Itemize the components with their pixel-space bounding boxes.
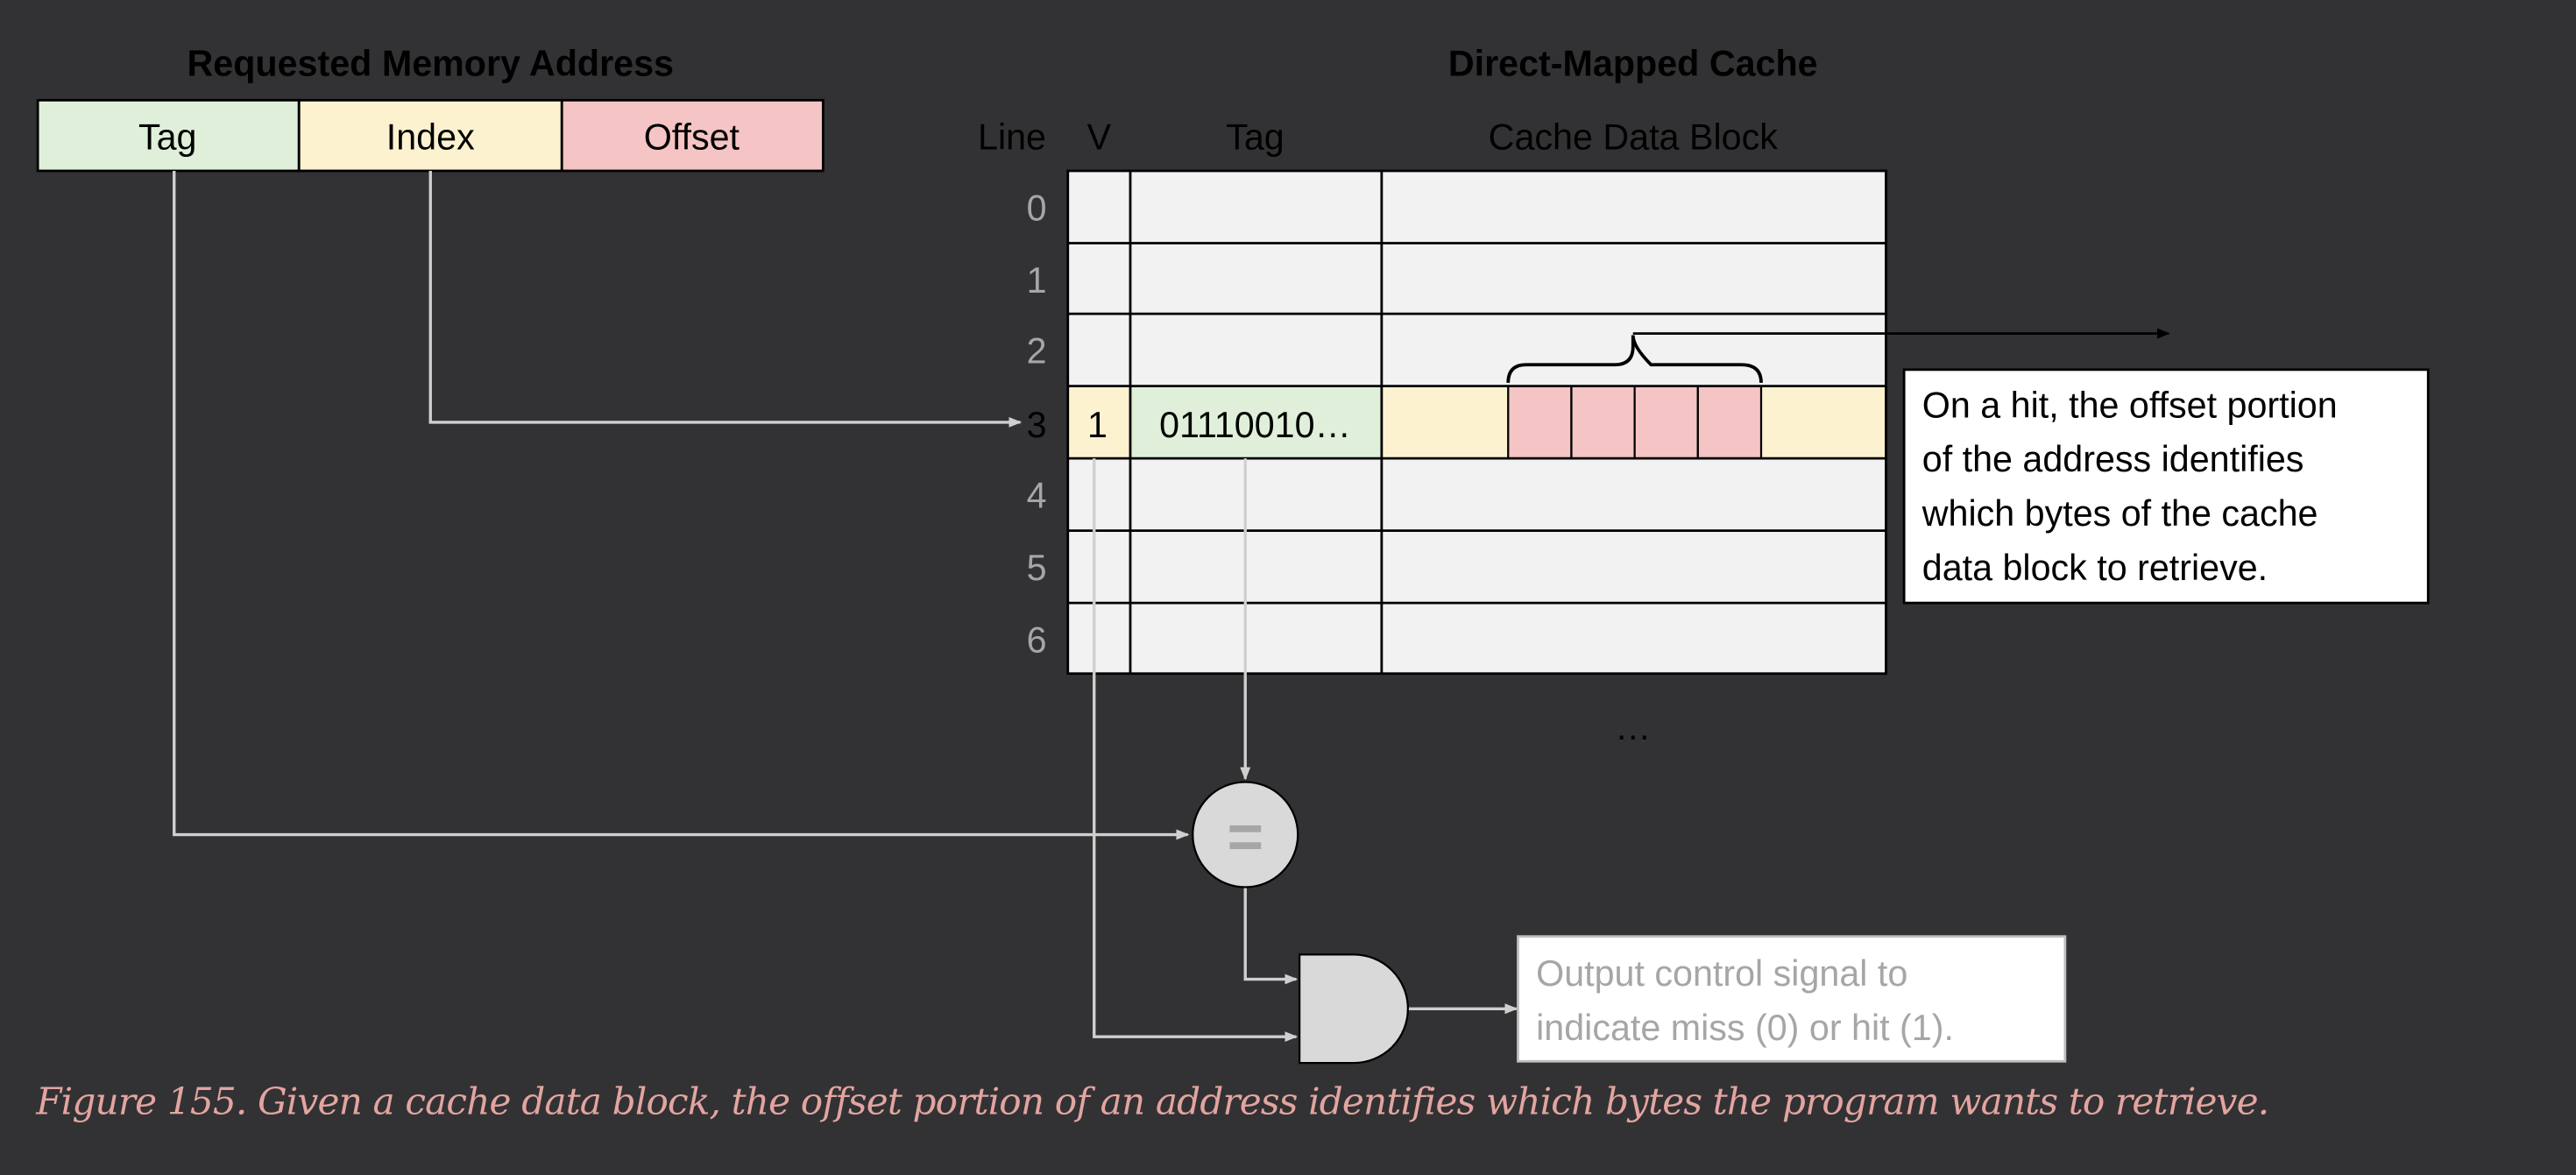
address-fields: Tag Index Offset <box>36 98 824 173</box>
output-note-line: Output control signal to <box>1536 953 1907 994</box>
comparator-circle <box>1192 781 1299 888</box>
offset-brace <box>1506 335 1763 383</box>
address-index-field <box>297 98 563 173</box>
header-line: Line <box>978 117 1046 158</box>
line-number: 5 <box>1027 548 1047 588</box>
address-index-label: Index <box>386 117 475 158</box>
line-number: 0 <box>1027 188 1047 228</box>
hit-callout-line: which bytes of the cache <box>1921 493 2318 534</box>
hit-callout: On a hit, the offset portion of the addr… <box>1902 368 2430 605</box>
line-number: 2 <box>1027 330 1047 371</box>
line-number: 6 <box>1027 619 1047 660</box>
hit-callout-line: of the address identifies <box>1922 439 2304 479</box>
cache-headers: Line V Tag Cache Data Block <box>978 117 1778 158</box>
address-offset-label: Offset <box>644 117 740 158</box>
header-tag: Tag <box>1226 117 1284 158</box>
address-offset-field <box>560 98 824 173</box>
hit-callout-line: data block to retrieve. <box>1922 548 2268 588</box>
wires <box>173 171 1518 1043</box>
row-3-valid-bit: 1 <box>1087 405 1108 445</box>
cache-title: Direct-Mapped Cache <box>1448 43 1818 83</box>
header-data-block: Cache Data Block <box>1489 117 1779 158</box>
offset-byte <box>1633 385 1699 460</box>
tag-comparator: = <box>1192 781 1299 888</box>
valid-to-and-wire <box>1093 458 1299 1043</box>
more-lines-ellipsis: … <box>1615 707 1651 747</box>
offset-byte <box>1696 385 1763 460</box>
line-number: 1 <box>1027 260 1047 301</box>
offset-byte <box>1507 385 1573 460</box>
header-valid: V <box>1087 117 1112 158</box>
figure-caption: Figure 155. Given a cache data block, th… <box>36 1080 2269 1124</box>
address-tag-field <box>36 98 301 173</box>
output-note-line: indicate miss (0) or hit (1). <box>1536 1008 1954 1048</box>
address-title: Requested Memory Address <box>187 43 674 83</box>
row-3-tag-cell <box>1130 386 1382 459</box>
cache-table: 1 01110010… <box>1066 169 1887 676</box>
index-to-line-wire <box>428 171 1023 428</box>
line-numbers: 0 1 2 3 4 5 6 <box>1027 188 1047 660</box>
hit-callout-line: On a hit, the offset portion <box>1922 385 2338 425</box>
comparator-symbol: = <box>1227 802 1263 872</box>
line-number-active: 3 <box>1027 405 1047 445</box>
output-note-box <box>1517 935 2067 1063</box>
comparator-to-and-wire <box>1243 887 1299 985</box>
offset-byte <box>1570 385 1636 460</box>
row-3-tag-value: 01110010… <box>1159 405 1351 445</box>
hit-callout-box <box>1902 368 2430 605</box>
row-3-valid-cell <box>1067 386 1130 459</box>
and-gate <box>1299 953 1409 1065</box>
line-number: 4 <box>1027 475 1047 515</box>
cache-grid-lines <box>1066 169 1887 676</box>
address-tag-label: Tag <box>138 117 197 158</box>
tag-to-comparator-wire <box>173 171 1190 840</box>
output-note: Output control signal to indicate miss (… <box>1517 935 2067 1063</box>
